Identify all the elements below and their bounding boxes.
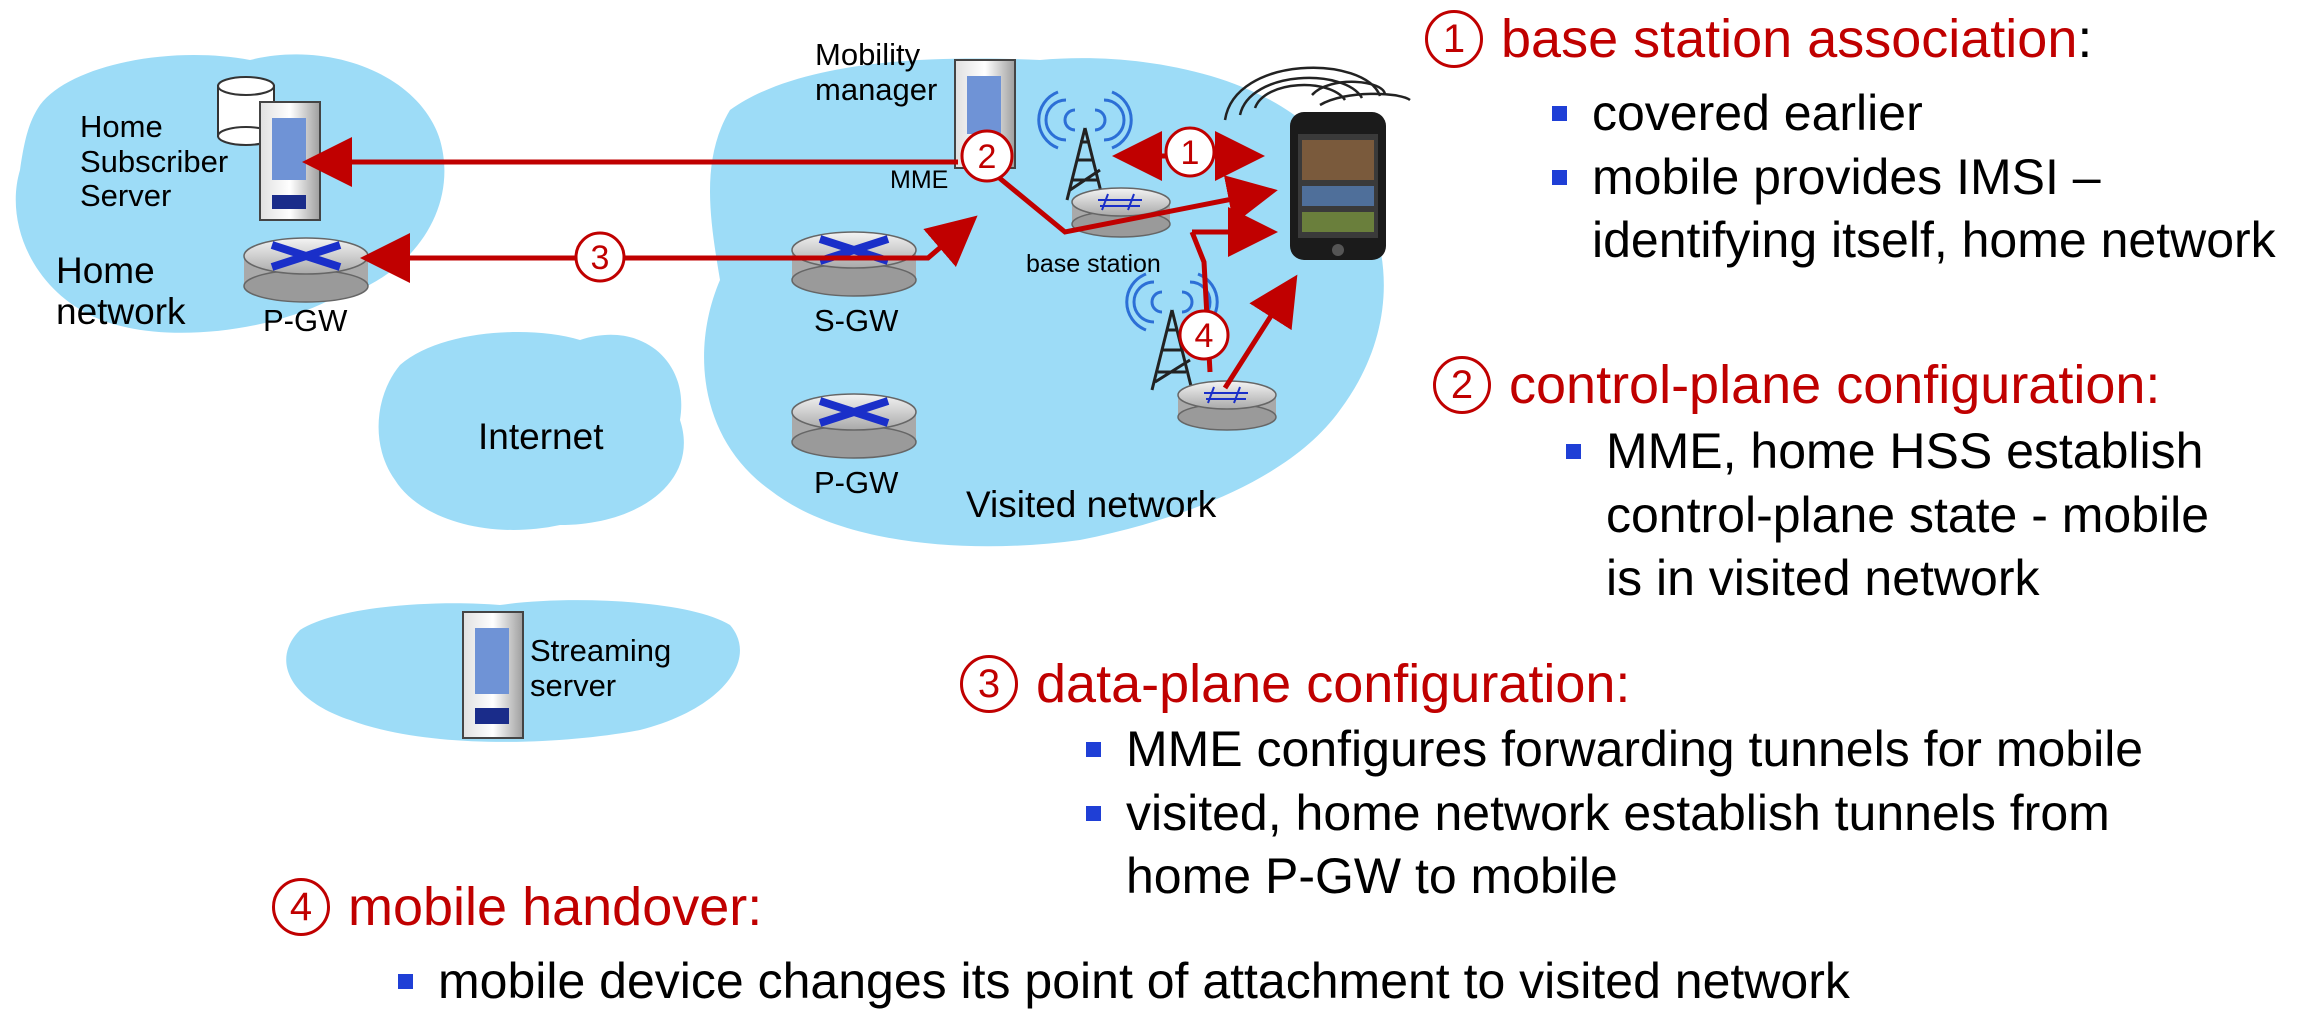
home-network-label: Home network [56,250,186,333]
svg-text:4: 4 [1195,317,1214,355]
base-station-label: base station [1026,250,1161,278]
svg-text:1: 1 [1181,134,1200,172]
step-1-colon: : [2077,9,2093,69]
marker-1: 1 [1164,126,1216,178]
step-1-number: 1 [1425,9,1483,68]
step-3-number: 3 [960,654,1018,713]
step-2-bullet-1: MME, home HSS establish [1566,420,2209,484]
step-4-number: 4 [272,877,330,936]
marker-2: 2 [960,129,1014,183]
mobile-phone-icon [1223,66,1411,260]
visited-sgw-router-icon [791,231,917,297]
visited-pgw-router-icon [791,393,917,459]
sgw-label: S-GW [814,303,899,338]
home-pgw-router-icon [243,237,369,303]
step-4-bullet-1: mobile device changes its point of attac… [398,950,1850,1014]
step-2-title-text: control-plane configuration: [1509,355,2161,415]
step-4-title: 4 mobile handover: [272,877,763,940]
svg-text:3: 3 [591,239,610,277]
internet-label: Internet [478,416,604,457]
step-3-bullets: MME configures forwarding tunnels for mo… [1086,718,2143,909]
step-3-bullet-2: visited, home network establish tunnels … [1086,782,2143,846]
mobility-manager-label: Mobility manager [815,37,938,107]
visited-pgw-label: P-GW [814,465,899,500]
hss-label: Home Subscriber Server [80,109,229,214]
step-1-title: 1 base station association: [1425,9,2093,72]
step-2-number: 2 [1433,355,1491,414]
step-1-bullet-1: covered earlier [1552,82,2276,146]
svg-text:2: 2 [978,138,997,176]
step-2-bullet-1-cont2: is in visited network [1606,550,2040,606]
streaming-server-icon [462,611,524,739]
step-1-title-text: base station association [1501,9,2078,69]
visited-network-label: Visited network [966,484,1217,525]
marker-3: 3 [574,231,626,283]
step-1-bullet-2: mobile provides IMSI – [1552,146,2276,210]
step-3-bullet-1: MME configures forwarding tunnels for mo… [1086,718,2143,782]
streaming-server-label: Streaming server [530,633,672,703]
base-station-2-tower-icon [1125,272,1277,431]
step-2-bullet-1-cont: control-plane state - mobile [1606,486,2210,543]
signaling-arrows [302,131,1298,390]
step-3-title: 3 data-plane configuration: [960,654,1631,717]
hss-server-icon [259,101,321,221]
step-1-bullets: covered earlier mobile provides IMSI – i… [1552,82,2276,273]
step-4-bullets: mobile device changes its point of attac… [398,950,1850,1014]
step-2-bullets: MME, home HSS establish control-plane st… [1566,420,2209,611]
step-4-title-text: mobile handover: [348,877,763,937]
step-3-title-text: data-plane configuration: [1036,654,1631,714]
step-2-title: 2 control-plane configuration: [1433,355,2161,418]
internet-cloud [378,332,684,530]
step-3-bullet-2-cont: home P-GW to mobile [1126,848,1618,904]
step-1-bullet-2-cont: identifying itself, home network [1592,212,2276,268]
marker-4: 4 [1178,309,1230,361]
mme-label: MME [890,166,949,194]
home-pgw-label: P-GW [263,303,348,338]
